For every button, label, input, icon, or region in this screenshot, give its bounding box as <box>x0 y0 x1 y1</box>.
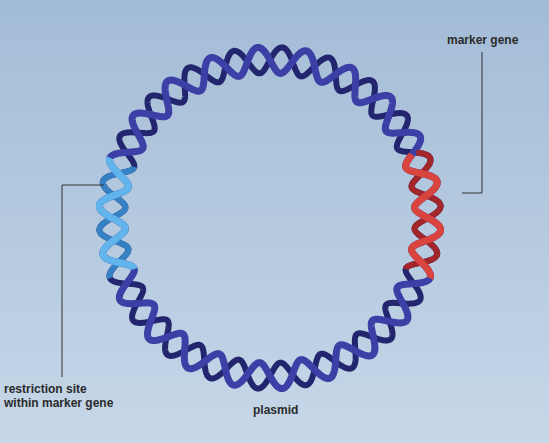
plasmid-strand <box>99 47 440 388</box>
label-text: marker gene <box>447 33 518 47</box>
label-text: restriction site within marker gene <box>4 382 117 410</box>
marker-gene-segment <box>406 155 441 279</box>
leader-line <box>462 52 482 193</box>
label-text: plasmid <box>253 403 298 417</box>
restriction-site-segment <box>99 158 134 269</box>
plasmid-helix <box>99 47 440 388</box>
plasmid-strand <box>99 47 440 388</box>
leader-line <box>62 185 104 377</box>
